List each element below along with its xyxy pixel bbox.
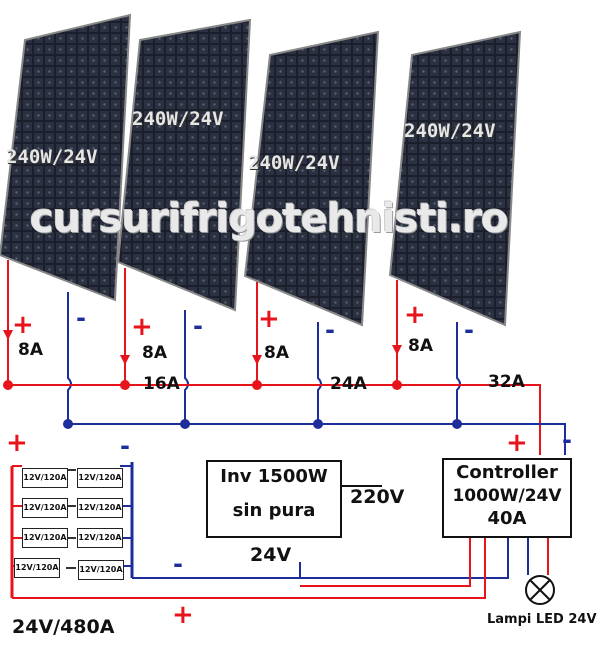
- solar-panel-2: [116, 18, 252, 312]
- panel-4-current: 8A: [408, 336, 433, 356]
- panel-3-minus: -: [325, 316, 335, 344]
- battery-cell: 12V/120A: [78, 560, 124, 580]
- controller-rating: 1000W/24V: [452, 486, 562, 506]
- positive-line-plus: +: [172, 600, 194, 630]
- battery-bank-wiring: [10, 462, 134, 598]
- panel-1-plus: +: [12, 310, 34, 340]
- bus-current-32a: 32A: [488, 372, 525, 392]
- panel-1-minus: -: [76, 304, 86, 332]
- solar-panel-4: [388, 30, 522, 327]
- panel-2-plus: +: [131, 312, 153, 342]
- battery-cell: 12V/120A: [22, 468, 68, 488]
- panel-4-plus: +: [404, 300, 426, 330]
- watermark: cursurifrigotehnisti.ro: [30, 196, 509, 242]
- battery-cell: 12V/120A: [77, 468, 123, 488]
- controller-box: [442, 458, 572, 538]
- battery-cell: 12V/120A: [22, 498, 68, 518]
- battery-minus: -: [120, 432, 130, 460]
- controller-title: Controller: [456, 462, 558, 483]
- negative-junctions: [63, 419, 462, 429]
- bus-current-24a: 24A: [330, 374, 367, 394]
- panel-4-rating: 240W/24V: [404, 120, 496, 142]
- battery-cell: 12V/120A: [22, 528, 68, 548]
- solar-panel-1: [0, 13, 132, 302]
- battery-cell: 12V/120A: [77, 528, 123, 548]
- battery-plus: +: [6, 428, 28, 458]
- panel-4-minus: -: [464, 316, 474, 344]
- positive-arrows: [3, 330, 402, 365]
- controller-plus: +: [506, 428, 528, 458]
- battery-cell: 12V/120A: [77, 498, 123, 518]
- battery-positive-to-inverter: [300, 535, 471, 587]
- lamp-icon: [525, 575, 555, 605]
- panel-3-current: 8A: [264, 343, 289, 363]
- battery-positive-to-controller: [12, 535, 486, 599]
- inverter-output-voltage: 220V: [350, 486, 405, 508]
- battery-bank-rating: 24V/480A: [12, 616, 115, 638]
- panel-2-current: 8A: [142, 343, 167, 363]
- inverter-rating: Inv 1500W: [220, 466, 328, 487]
- solar-panel-3: [243, 30, 380, 327]
- panel-1-current: 8A: [18, 340, 43, 360]
- negative-line-minus: -: [173, 550, 183, 578]
- inverter-type: sin pura: [232, 500, 316, 521]
- panel-2-rating: 240W/24V: [132, 108, 224, 130]
- panel-3-rating: 240W/24V: [248, 152, 340, 174]
- positive-drops: [7, 260, 398, 385]
- negative-bus: [68, 423, 566, 455]
- battery-cell: 12V/120A: [14, 558, 60, 578]
- inverter-box: [206, 460, 342, 538]
- positive-bus: [8, 384, 541, 455]
- bus-current-16a: 16A: [143, 374, 180, 394]
- battery-negative-to-controller: [300, 535, 509, 579]
- controller-minus: -: [562, 426, 572, 454]
- controller-current: 40A: [487, 508, 527, 529]
- panel-1-rating: 240W/24V: [6, 146, 98, 168]
- panel-3-plus: +: [258, 304, 280, 334]
- lamp-label: Lampi LED 24V: [487, 612, 597, 627]
- positive-junctions: [3, 380, 402, 390]
- inverter-input-voltage: 24V: [250, 544, 292, 566]
- panel-2-minus: -: [193, 312, 203, 340]
